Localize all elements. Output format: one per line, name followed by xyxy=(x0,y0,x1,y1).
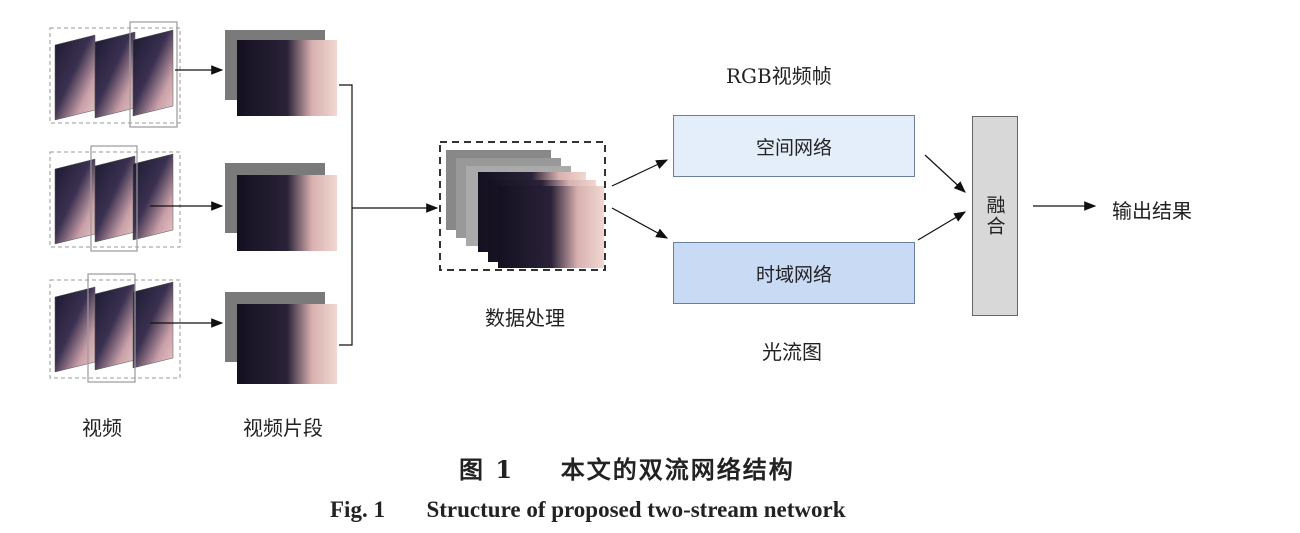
label-optical-flow: 光流图 xyxy=(762,340,822,364)
arrow-temporal-fusion xyxy=(917,211,967,241)
spatial-network-box: 空间网络 xyxy=(673,115,915,177)
caption-en-title: Structure of proposed two-stream network xyxy=(426,497,846,522)
video-frames-3 xyxy=(49,273,181,383)
caption-cn-number: 图 1 xyxy=(459,455,515,484)
label-video: 视频 xyxy=(82,416,122,440)
data-processing-stack xyxy=(439,141,606,271)
arrow-to-temporal xyxy=(611,207,669,239)
merge-bracket xyxy=(339,84,353,346)
video-frames-2 xyxy=(49,145,181,252)
figure-caption-en: Fig. 1 Structure of proposed two-stream … xyxy=(330,497,846,523)
caption-en-number: Fig. 1 xyxy=(330,497,385,522)
video-clip-2 xyxy=(225,163,337,251)
label-data-processing: 数据处理 xyxy=(485,306,565,330)
video-clip-1 xyxy=(225,30,337,116)
spatial-network-label: 空间网络 xyxy=(755,136,832,159)
arrow-to-spatial xyxy=(611,159,669,187)
temporal-network-label: 时域网络 xyxy=(755,263,832,286)
fusion-box: 融合 xyxy=(972,116,1018,316)
label-rgb-frames: RGB视频帧 xyxy=(726,64,832,88)
caption-cn-title: 本文的双流网络结构 xyxy=(560,455,795,484)
label-video-clip: 视频片段 xyxy=(243,416,323,440)
temporal-network-box: 时域网络 xyxy=(673,242,915,304)
video-clip-3 xyxy=(225,292,337,384)
label-output: 输出结果 xyxy=(1112,199,1192,223)
arrow-spatial-fusion xyxy=(924,154,966,193)
figure-caption-cn: 图 1 本文的双流网络结构 xyxy=(459,450,795,485)
fusion-label: 融合 xyxy=(983,195,1006,237)
video-frames-1 xyxy=(49,21,181,128)
